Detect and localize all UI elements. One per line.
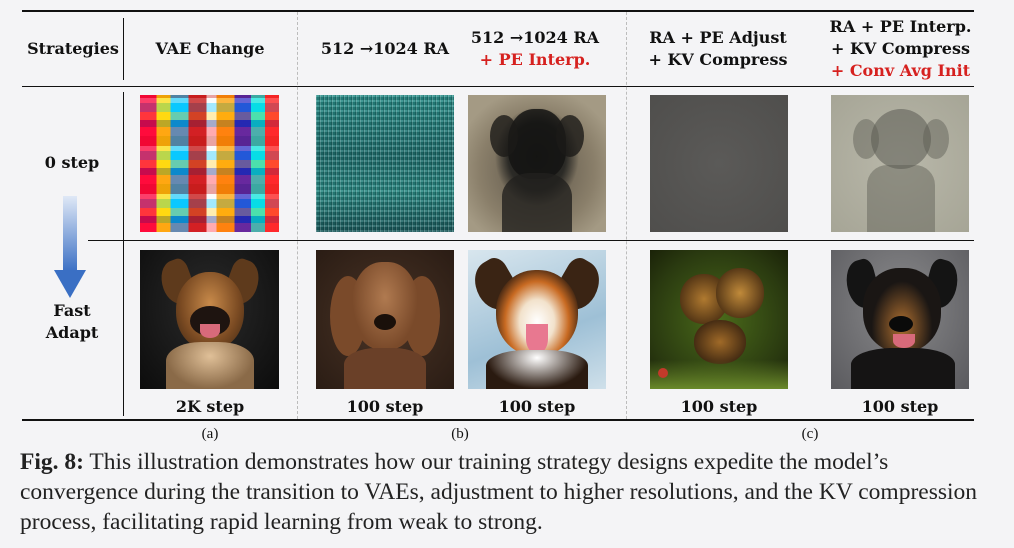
row-label-fast-adapt: Fast Adapt xyxy=(24,300,120,344)
subfigure-label-a: (a) xyxy=(201,426,219,442)
header-conv-line3: + Conv Avg Init xyxy=(830,61,971,80)
header-conv: RA + PE Interp. + KV Compress + Conv Avg… xyxy=(818,16,983,82)
dashed-separator-c xyxy=(626,12,627,419)
caption-text: This illustration demonstrates how our t… xyxy=(20,449,978,535)
table-top-rule xyxy=(22,10,974,12)
header-strategies: Strategies xyxy=(27,39,119,58)
table-mid-rule xyxy=(88,240,974,241)
adjust-gray-image xyxy=(650,95,788,232)
subfigure-label-b: (b) xyxy=(451,426,469,442)
row-label-adapt: Adapt xyxy=(45,323,99,342)
figure-caption: Fig. 8: This illustration demonstrates h… xyxy=(20,447,995,537)
step-label-ra-pe: 100 step xyxy=(498,397,576,416)
vae-glitch-image xyxy=(140,95,279,232)
ra-noise-image xyxy=(316,95,454,232)
conv-faint-dog-image xyxy=(831,95,969,232)
header-conv-line2: + KV Compress xyxy=(830,39,970,58)
step-label-vae: 2K step xyxy=(175,397,245,416)
caption-label: Fig. 8: xyxy=(20,449,84,475)
down-arrow xyxy=(52,196,88,304)
subfigure-label-c: (c) xyxy=(801,426,819,442)
tricolor-dog-image xyxy=(468,250,606,389)
brown-spaniel-image xyxy=(316,250,454,389)
header-adjust-line1: RA + PE Adjust xyxy=(649,28,787,47)
row-label-zero-step: 0 step xyxy=(44,153,100,172)
garden-dogs-image xyxy=(650,250,788,389)
step-label-conv: 100 step xyxy=(861,397,939,416)
column-separator xyxy=(123,92,124,416)
header-adjust-line2: + KV Compress xyxy=(648,50,788,69)
header-adjust: RA + PE Adjust + KV Compress xyxy=(638,27,798,71)
header-ra-pe: 512 →1024 RA + PE Interp. xyxy=(455,27,615,71)
black-tan-dog-image xyxy=(831,250,969,389)
header-vae-change: VAE Change xyxy=(155,39,265,58)
header-ra: 512 →1024 RA xyxy=(320,39,450,58)
header-ra-pe-line1: 512 →1024 RA xyxy=(470,28,600,47)
row-label-fast: Fast xyxy=(53,301,91,320)
step-label-adjust: 100 step xyxy=(680,397,758,416)
header-conv-line1: RA + PE Interp. xyxy=(829,17,972,36)
column-separator xyxy=(123,18,124,80)
ra-pe-dark-dog-image xyxy=(468,95,606,232)
shepherd-dog-image xyxy=(140,250,279,389)
step-label-ra: 100 step xyxy=(346,397,424,416)
table-header-rule xyxy=(22,86,974,87)
header-ra-pe-line2: + PE Interp. xyxy=(479,50,591,69)
table-bottom-rule xyxy=(22,419,974,421)
dashed-separator-b xyxy=(297,12,298,419)
